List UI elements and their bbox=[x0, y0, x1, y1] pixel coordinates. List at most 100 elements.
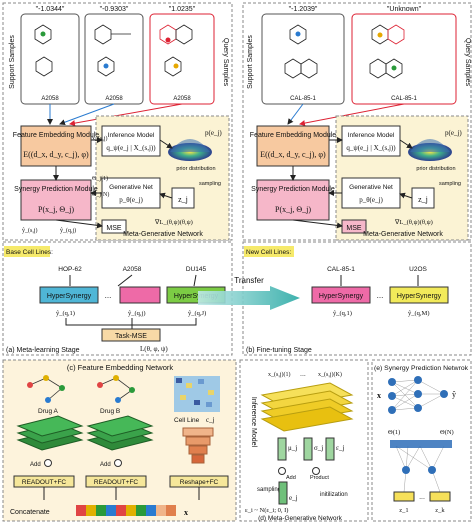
query-samples-label: Query Samples bbox=[464, 38, 471, 87]
atom-node bbox=[27, 382, 33, 388]
p-ej-label: p(e_j) bbox=[445, 129, 462, 137]
inference-formula: q_ψ(e_j | X_(s,j)) bbox=[346, 144, 396, 152]
cell-line-heatmap bbox=[174, 376, 220, 412]
prior-distribution-peak bbox=[170, 139, 210, 152]
panel-a: Support Samples Query Samples "-1.0344" … bbox=[2, 2, 233, 241]
generative-formula: p_θ(e_j) bbox=[119, 196, 143, 204]
readout-label: READOUT+FC bbox=[22, 479, 67, 486]
new-cell-lines-label: New Cell Lines: bbox=[246, 249, 291, 256]
hypernet-node bbox=[428, 466, 436, 474]
prior-label: prior distribution bbox=[416, 166, 455, 172]
ej-vector bbox=[278, 481, 288, 505]
hypersynergy-label: HyperSynergy bbox=[47, 293, 92, 300]
flow-arrow bbox=[399, 192, 413, 199]
panel-b: Support Samples Query Samples "-1.2039" … bbox=[242, 2, 472, 241]
mlp-node bbox=[388, 392, 396, 400]
panel-c: (c) Feature Embedding Network Drug A Dru… bbox=[2, 359, 237, 522]
drug-a-label: Drug A bbox=[38, 408, 59, 415]
x1-label: x_(s,j)(1) bbox=[268, 371, 291, 378]
cj-label: c_j bbox=[206, 416, 215, 424]
x-vector-label: x bbox=[184, 508, 188, 517]
inference-model-title: Inference Model bbox=[348, 132, 395, 139]
feature-module-title: Feature Embedding Module bbox=[13, 132, 99, 139]
latent-z-label: z_j bbox=[178, 195, 188, 204]
init-label: initilization bbox=[320, 492, 348, 498]
atom-marker bbox=[103, 63, 109, 69]
concat-connectors bbox=[43, 487, 200, 500]
sampling-label: sampling bbox=[257, 487, 281, 493]
add-node bbox=[44, 459, 52, 467]
hypersynergy-yellow bbox=[389, 286, 449, 304]
generative-net-box bbox=[341, 177, 401, 209]
gnn-layers-a bbox=[16, 415, 84, 451]
theta-n-label: Θ_j(N) bbox=[92, 191, 109, 198]
gradient-label: ∇L_(θ,ψ)(θ,ψ) bbox=[394, 218, 433, 226]
ellipsis: ... bbox=[377, 291, 384, 300]
prior-label: prior distribution bbox=[176, 166, 215, 172]
new-line-2: U2OS bbox=[409, 266, 427, 273]
thetaN-label: Θ(N) bbox=[440, 429, 454, 436]
inference-stack bbox=[260, 382, 354, 432]
atom-node bbox=[43, 375, 49, 381]
atom-node bbox=[59, 385, 65, 391]
reshape-label: Reshape+FC bbox=[180, 479, 219, 486]
mlp-node bbox=[440, 390, 448, 398]
hypersynergy-label: HyperSynergy bbox=[319, 293, 364, 300]
add-label: Add bbox=[286, 475, 296, 481]
eps-label: ε_j bbox=[336, 444, 344, 452]
y-hat-label: ŷ bbox=[452, 390, 456, 399]
atom-marker bbox=[295, 31, 301, 37]
query-samples-label: Query Samples bbox=[222, 38, 229, 87]
inference-model-title: Inference Model bbox=[108, 132, 155, 139]
panel-d-frame bbox=[239, 359, 369, 522]
feature-formula: E((d_x, d_y, c_j), φ) bbox=[23, 150, 89, 159]
query-sample-card bbox=[351, 13, 457, 105]
cell-line-label: Cell Line bbox=[174, 417, 200, 424]
flow-arrow bbox=[59, 103, 115, 126]
add-label: Add bbox=[30, 462, 41, 468]
generative-net-title: Generative Net bbox=[109, 184, 153, 191]
base-line-2: A2058 bbox=[123, 266, 142, 273]
flow-arrow bbox=[287, 103, 304, 125]
inference-model-box bbox=[101, 125, 161, 157]
mlp-node bbox=[388, 406, 396, 414]
hypernet-node bbox=[402, 466, 410, 474]
y-new-M: ŷ_(q,M) bbox=[408, 310, 429, 317]
generative-net-title: Generative Net bbox=[349, 184, 393, 191]
synergy-prediction-module bbox=[20, 179, 92, 221]
feature-embedding-module bbox=[20, 125, 92, 167]
synergy-module-title: Synergy Prediction Module bbox=[251, 186, 335, 193]
inference-model-box bbox=[341, 125, 401, 157]
support-sample-card-1 bbox=[20, 13, 80, 105]
meta-gen-label: Meta-Generative Network bbox=[363, 231, 443, 238]
ej-label: e_j bbox=[289, 494, 298, 502]
y-query-label: ŷ_(q,j) bbox=[60, 227, 76, 234]
mlp-node bbox=[388, 378, 396, 386]
score-unknown: "Unknown" bbox=[387, 6, 422, 13]
score-2: "-0.9303" bbox=[100, 6, 129, 13]
hypersynergy-strip: Base Cell Lines: New Cell Lines: HOP-62 … bbox=[2, 241, 472, 356]
flow-arrow bbox=[159, 192, 173, 199]
stage-b-caption: (b) Fine-tuning Stage bbox=[246, 347, 312, 354]
support-sample-card bbox=[261, 13, 345, 105]
cell-line-connectors bbox=[69, 274, 419, 287]
panel-c-title: (c) Feature Embedding Network bbox=[67, 363, 174, 372]
flow-arrow bbox=[299, 103, 405, 127]
panel-d-title: (d) Meta-Generative Network bbox=[258, 515, 343, 522]
product-node bbox=[312, 467, 320, 475]
feature-module-title: Feature Embedding Module bbox=[250, 132, 336, 139]
zk-label: z_k bbox=[435, 507, 445, 514]
score-known: "-1.2039" bbox=[289, 6, 318, 13]
flow-arrow bbox=[292, 219, 343, 229]
atom-marker bbox=[165, 37, 171, 43]
synergy-module-title: Synergy Prediction Module bbox=[14, 186, 98, 193]
x-input-label: x bbox=[377, 391, 381, 400]
cell-line-label: A2058 bbox=[105, 96, 123, 102]
score-1: "-1.0344" bbox=[36, 6, 65, 13]
prior-distribution-peak bbox=[410, 139, 450, 152]
z1-box bbox=[393, 491, 415, 502]
mlp-node bbox=[414, 376, 422, 384]
molecule-sketches-a bbox=[34, 24, 193, 77]
gnn-layers-b bbox=[86, 415, 154, 451]
